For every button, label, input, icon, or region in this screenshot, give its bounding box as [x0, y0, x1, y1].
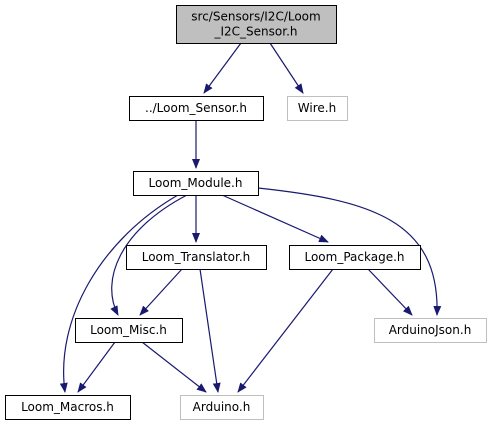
edge-root-to-wire — [269, 42, 304, 94]
node-wire[interactable]: Wire.h — [287, 96, 348, 121]
node-wire-box — [287, 96, 348, 121]
node-translator[interactable]: Loom_Translator.h — [126, 245, 267, 270]
node-sensor-label: ../Loom_Sensor.h — [145, 101, 247, 115]
node-translator-box — [126, 245, 267, 270]
node-package-box — [289, 245, 421, 270]
node-misc[interactable]: Loom_Misc.h — [75, 318, 183, 343]
node-sensor-box — [129, 96, 264, 121]
edge-translator-to-arduino — [199, 268, 221, 393]
node-arduino[interactable]: Arduino.h — [180, 395, 264, 420]
node-macros-label: Loom_Macros.h — [21, 400, 114, 414]
node-root-box — [176, 5, 337, 44]
edge-module-to-misc — [110, 194, 188, 316]
node-macros[interactable]: Loom_Macros.h — [5, 395, 131, 420]
nodes-layer: src/Sensors/I2C/Loom_I2C_Sensor.h ../Loom… — [5, 5, 487, 420]
node-arduino-box — [180, 395, 264, 420]
edge-package-to-arduino — [237, 268, 334, 393]
edge-package-to-arduinojson — [367, 268, 413, 316]
edge-root-to-sensor — [203, 42, 242, 94]
node-misc-label: Loom_Misc.h — [90, 323, 167, 337]
edge-module-to-macros — [59, 194, 179, 393]
node-wire-label: Wire.h — [298, 101, 336, 115]
node-root-label: _I2C_Sensor.h — [213, 25, 297, 39]
node-package-label: Loom_Package.h — [304, 250, 404, 264]
node-translator-label: Loom_Translator.h — [142, 250, 251, 264]
edge-module-to-arduinojson — [257, 187, 442, 316]
node-root-label: src/Sensors/I2C/Loom — [191, 10, 320, 24]
node-sensor[interactable]: ../Loom_Sensor.h — [129, 96, 264, 121]
node-macros-box — [5, 395, 131, 420]
edge-misc-to-arduino — [141, 341, 207, 393]
node-module-box — [133, 171, 259, 196]
edges-layer — [59, 42, 442, 393]
node-module-label: Loom_Module.h — [149, 176, 243, 190]
node-package[interactable]: Loom_Package.h — [289, 245, 421, 270]
node-root[interactable]: src/Sensors/I2C/Loom_I2C_Sensor.h — [176, 5, 337, 44]
edge-module-to-package — [221, 194, 329, 243]
node-misc-box — [75, 318, 183, 343]
node-arduinojson[interactable]: ArduinoJson.h — [374, 318, 487, 343]
node-arduinojson-label: ArduinoJson.h — [389, 323, 472, 337]
node-module[interactable]: Loom_Module.h — [133, 171, 259, 196]
node-arduinojson-box — [374, 318, 487, 343]
edge-translator-to-misc — [139, 268, 183, 316]
node-arduino-label: Arduino.h — [193, 400, 251, 414]
edge-misc-to-macros — [77, 341, 116, 393]
